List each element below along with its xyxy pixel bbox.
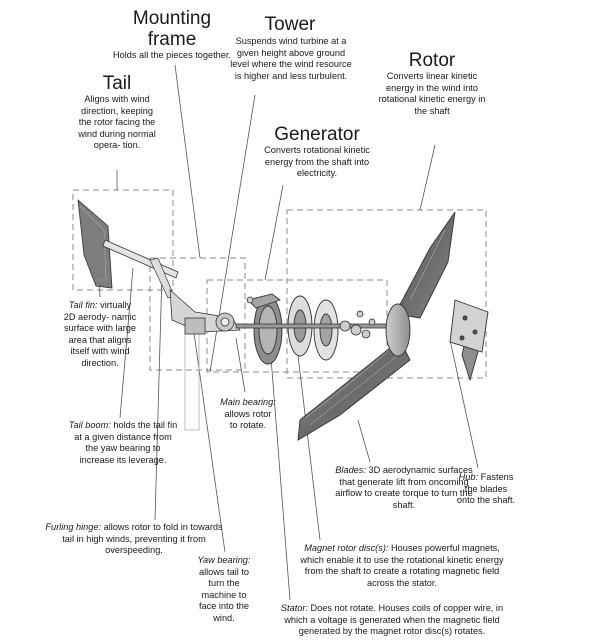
generator-title: Generator (274, 124, 360, 145)
tail-boom-text: holds the tail fin at a given distance f… (74, 420, 178, 465)
rotor-group-box (286, 209, 487, 379)
furling-hinge-text: allows rotor to fold in towards tail in … (62, 522, 223, 555)
mounting-frame-description: Holds all the pieces together. (113, 50, 231, 60)
mounting-frame-title-line2: frame (147, 29, 197, 50)
generator-description: Converts rotational kinetic energy from … (264, 145, 370, 178)
mounting-frame-title: Mounting frame (122, 8, 222, 50)
leader-stator (269, 344, 291, 601)
hub-term: Hub: (458, 472, 479, 482)
tower-title: Tower (264, 14, 316, 35)
magnet-rotor-note: Magnet rotor disc(s): Houses powerful ma… (300, 543, 504, 589)
leader-blades (357, 419, 371, 463)
tail-boom-note: Tail boom: holds the tail fin at a given… (68, 420, 178, 466)
tail-fin-shape (77, 199, 113, 289)
tail-fin-text: virtually 2D aerody- namic surface with … (63, 300, 137, 368)
leader-rotor (419, 144, 436, 211)
yaw-bearing-term: Yaw bearing: (197, 555, 251, 565)
stator-term: Stator: (280, 603, 308, 613)
leader-hub (449, 339, 479, 469)
tail-boom-shape (102, 239, 179, 279)
tail-fin-term: Tail fin: (68, 300, 98, 310)
main-bearing-text: allows rotor to rotate. (224, 408, 272, 431)
furling-hinge-term: Furling hinge: (45, 522, 102, 532)
leader-furling-hinge (154, 271, 163, 521)
magnet-rotor-term: Magnet rotor disc(s): (304, 543, 389, 553)
leader-main-bearing (235, 337, 246, 393)
stator-text: Does not rotate. Houses coils of copper … (284, 603, 504, 636)
tail-description: Aligns with wind direction, keeping the … (78, 94, 156, 150)
leader-tail-boom (119, 267, 134, 419)
yaw-bearing-note: Yaw bearing: allows tail to turn the mac… (194, 555, 254, 624)
rotor-title: Rotor (408, 50, 456, 71)
hub-text: Fastens the blades onto the shaft. (456, 472, 516, 505)
blades-note: Blades: 3D aerodynamic surfaces that gen… (334, 465, 474, 511)
magnet-rotor-text: Houses powerful magnets, which enable it… (300, 543, 504, 588)
blades-text: 3D aerodynamic surfaces that generate li… (335, 465, 473, 510)
tail-title: Tail (102, 73, 132, 94)
tower-description: Suspends wind turbine at a given height … (230, 36, 352, 81)
mounting-frame-shape (169, 289, 241, 335)
furling-hinge-note: Furling hinge: allows rotor to fold in t… (44, 522, 224, 557)
leader-mounting-frame (174, 64, 201, 259)
main-bearing-note: Main bearing: allows rotor to rotate. (220, 397, 276, 432)
leader-magnet-rotor (294, 329, 321, 541)
hub-note: Hub: Fastens the blades onto the shaft. (456, 472, 516, 507)
leader-yaw-bearing (192, 325, 226, 553)
mounting-frame-title-line1: Mounting (132, 8, 212, 29)
tail-boom-term: Tail boom: (68, 420, 111, 430)
rotor-description: Converts linear kinetic energy in the wi… (378, 71, 486, 116)
mounting-frame-group-box (149, 257, 246, 371)
leader-generator (264, 184, 284, 281)
stator-shape (247, 293, 283, 365)
tail-group-box (72, 189, 174, 291)
yaw-bearing-text: allows tail to turn the machine to face … (198, 566, 250, 623)
main-bearing-term: Main bearing: (220, 397, 276, 407)
hub-shape (385, 299, 489, 357)
tail-fin-note: Tail fin: virtually 2D aerody- namic sur… (62, 300, 138, 369)
stator-note: Stator: Does not rotate. Houses coils of… (274, 603, 510, 638)
blades-term: Blades: (335, 465, 366, 475)
tower-pole (184, 329, 200, 431)
